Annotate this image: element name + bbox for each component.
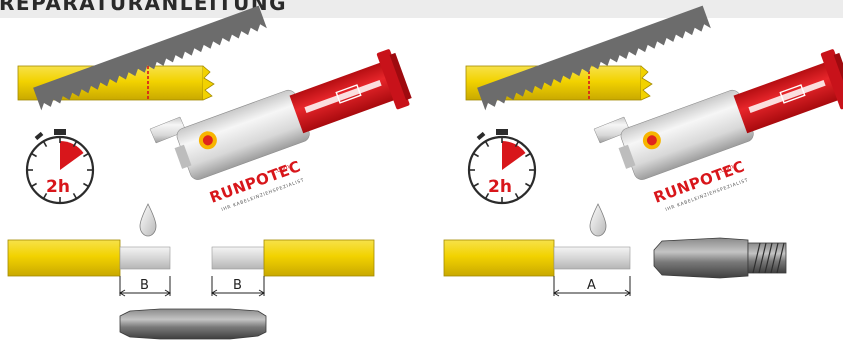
dimension-b-right: [211, 276, 265, 297]
dimension-b-left-label: B: [140, 278, 149, 293]
dimension-a-label: A: [587, 278, 596, 293]
threaded-end-icon: [653, 237, 787, 279]
clock-icon: 2h: [467, 127, 537, 205]
connector-sleeve-icon: [119, 308, 267, 340]
page-title: REPARATURANLEITUNG: [0, 0, 288, 15]
brand-suffix: .com: [718, 163, 734, 175]
dimension-b-right-label: B: [233, 278, 242, 293]
rod-right-end: [211, 239, 375, 277]
dimension-b-left: [119, 276, 171, 297]
timer-label: 2h: [46, 177, 70, 197]
left-panel: 2h RUNPOTEC .com IHR KABELEINZIEHSPEZIAL…: [7, 5, 415, 340]
dimension-a: [553, 276, 631, 297]
right-panel: 2h RUNPOTEC .com IHR KABELEINZIEHSPEZIAL…: [443, 5, 843, 297]
clock-icon: 2h: [25, 127, 95, 205]
timer-label: 2h: [488, 177, 512, 197]
brand-suffix: .com: [274, 163, 290, 175]
rod-left-end: [7, 239, 171, 277]
drop-icon: [139, 203, 157, 237]
rod-end-with-core: [443, 239, 631, 277]
header-bar: REPARATURANLEITUNG: [0, 0, 843, 18]
drop-icon: [589, 203, 607, 237]
